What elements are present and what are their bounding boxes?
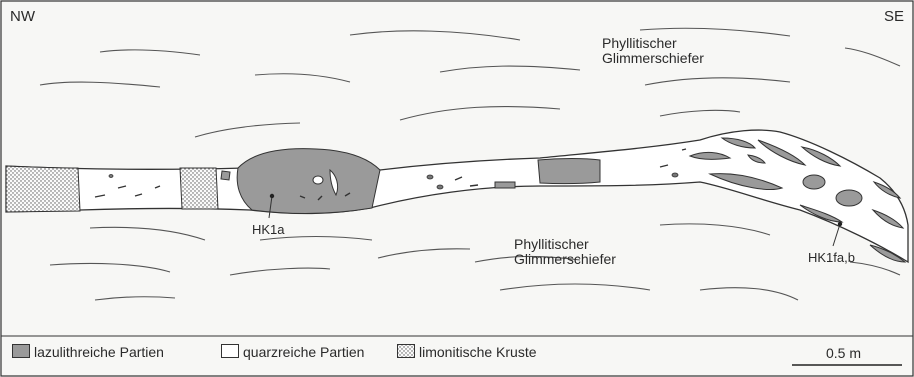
orientation-nw: NW <box>10 8 35 25</box>
legend-swatch-quarz <box>221 344 239 358</box>
limonite-crust-left <box>6 166 80 212</box>
orientation-se: SE <box>884 8 904 25</box>
rock-label-upper: Phyllitischer Glimmerschiefer <box>602 36 704 66</box>
legend-label-quarz: quarzreiche Partien <box>243 344 364 360</box>
legend-label-limonit: limonitische Kruste <box>419 344 537 360</box>
legend-label-lazulith: lazulithreiche Partien <box>34 344 164 360</box>
rock-label-lower: Phyllitischer Glimmerschiefer <box>514 237 616 267</box>
limonite-crust-middle <box>180 168 218 209</box>
legend-swatch-lazulith <box>12 344 30 358</box>
sample-label-hk1fab: HK1fa,b <box>808 250 855 265</box>
rock-label-lower-line2: Glimmerschiefer <box>514 252 616 267</box>
scale-bar-label: 0.5 m <box>826 345 861 361</box>
rock-label-upper-line1: Phyllitischer <box>602 36 704 51</box>
sample-label-hk1a: HK1a <box>252 222 285 237</box>
legend-swatch-limonit <box>397 344 415 358</box>
rock-label-upper-line2: Glimmerschiefer <box>602 51 704 66</box>
rock-label-lower-line1: Phyllitischer <box>514 237 616 252</box>
